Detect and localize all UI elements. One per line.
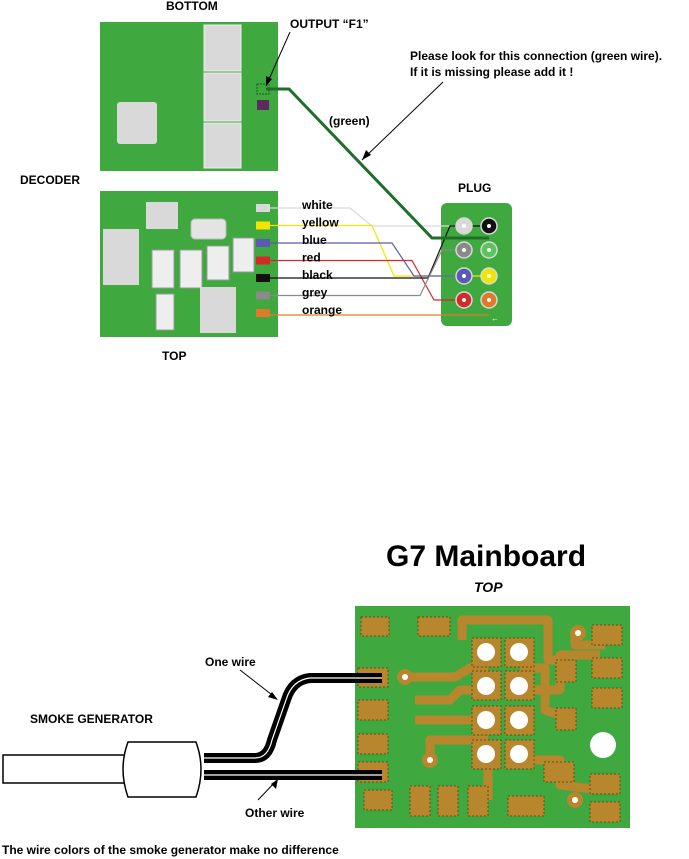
svg-text:←: ← bbox=[491, 314, 499, 323]
plug-pin-hole bbox=[487, 298, 491, 302]
plug-pins bbox=[455, 217, 498, 309]
wire-label-grey: grey bbox=[302, 286, 328, 300]
other-wire-arrow bbox=[257, 779, 278, 801]
smoke-generator bbox=[2, 741, 202, 798]
decoder-to-plug-wires bbox=[270, 207, 489, 316]
wire-red bbox=[270, 259, 464, 301]
bottom-label: BOTTOM bbox=[166, 0, 218, 13]
plug-pin-hole bbox=[462, 248, 466, 252]
decoder-wire-pads bbox=[256, 204, 270, 317]
decoder-bottom-board bbox=[100, 22, 278, 171]
note-arrow bbox=[361, 81, 444, 161]
plug-pin-hole bbox=[462, 298, 466, 302]
one-wire-arrow bbox=[239, 669, 278, 700]
plug-pin-hole bbox=[487, 224, 491, 228]
wire-blue bbox=[270, 242, 464, 277]
plug-pin-hole bbox=[487, 274, 491, 278]
wire-white bbox=[270, 207, 464, 227]
wire-label-blue: blue bbox=[302, 233, 327, 247]
output-f1-label: OUTPUT “F1” bbox=[290, 17, 369, 31]
plug-label: PLUG bbox=[458, 181, 491, 195]
decoder-pad-orange bbox=[256, 309, 270, 317]
one-wire-label: One wire bbox=[205, 655, 256, 669]
smoke-generator-label: SMOKE GENERATOR bbox=[30, 712, 153, 726]
plug-pin-hole bbox=[462, 224, 466, 228]
mainboard-top-label: TOP bbox=[474, 579, 503, 595]
wire-labels: white yellow blue red black grey orange bbox=[301, 198, 342, 317]
plug-body: ← bbox=[441, 203, 512, 326]
wire-label-orange: orange bbox=[302, 303, 342, 317]
plug-pin-hole bbox=[462, 274, 466, 278]
note-line-1: Please look for this connection (green w… bbox=[410, 49, 662, 63]
wire-label-red: red bbox=[302, 251, 321, 265]
plug-pin-hole bbox=[487, 248, 491, 252]
wire-label-yellow: yellow bbox=[302, 216, 339, 230]
footer-note: The wire colors of the smoke generator m… bbox=[2, 843, 339, 857]
wire-label-black: black bbox=[302, 268, 333, 282]
output-arrow bbox=[265, 31, 291, 87]
mounting-hole bbox=[590, 732, 616, 758]
g7-mainboard bbox=[355, 606, 630, 828]
green-label: (green) bbox=[329, 114, 370, 128]
output-pad bbox=[257, 100, 269, 110]
decoder-pad-blue bbox=[256, 239, 270, 247]
other-wire-label: Other wire bbox=[245, 806, 305, 820]
wire-label-white: white bbox=[301, 198, 333, 212]
decoder-label: DECODER bbox=[20, 173, 80, 187]
smoke-wire-outline bbox=[204, 677, 382, 776]
wire-grey bbox=[270, 249, 464, 297]
decoder-pad-red bbox=[256, 256, 270, 265]
decoder-pad-grey bbox=[256, 291, 270, 300]
note-line-2: If it is missing please add it ! bbox=[410, 65, 573, 79]
decoder-pad-black bbox=[256, 274, 270, 282]
decoder-pad-yellow bbox=[256, 221, 270, 230]
mainboard-title: G7 Mainboard bbox=[386, 540, 586, 573]
top-label: TOP bbox=[162, 349, 186, 363]
green-wire bbox=[266, 87, 489, 240]
decoder-top-board bbox=[100, 191, 278, 337]
decoder-pad-white bbox=[256, 204, 270, 212]
